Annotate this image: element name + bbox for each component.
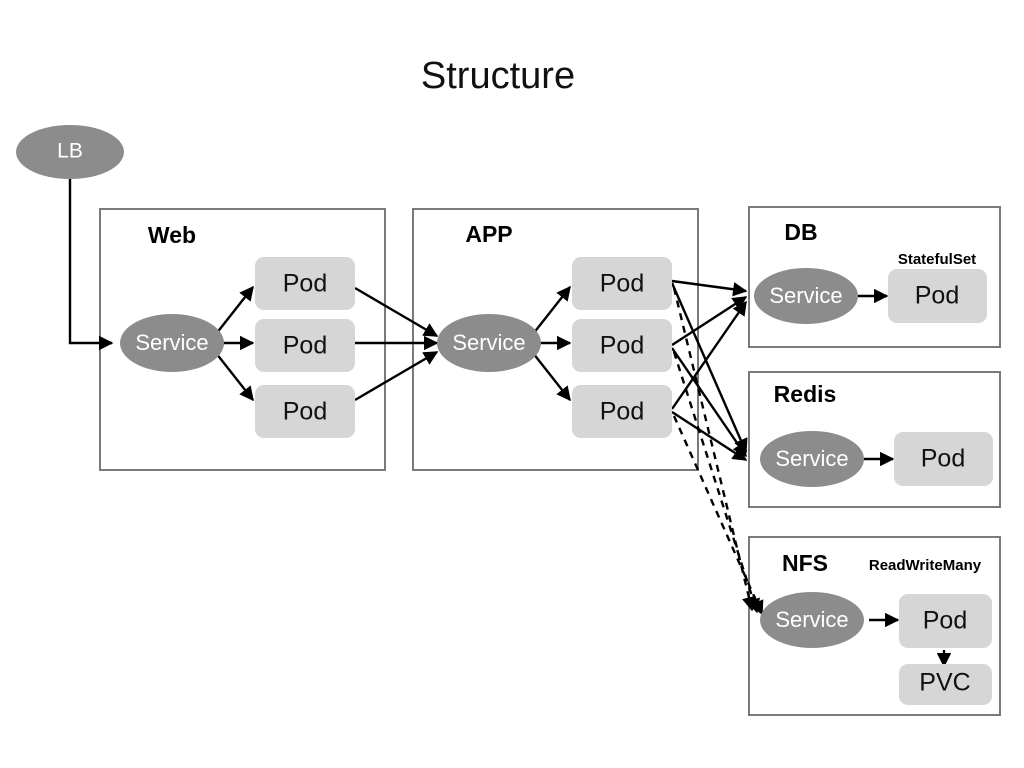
node-web-pod-1[interactable] [255,257,355,310]
node-app-pod-3-label: Pod [600,398,644,426]
node-redis-service-label: Service [775,446,848,471]
node-nfs-pvc-label: PVC [919,669,970,697]
group-title-web: Web [148,222,196,248]
node-nfs-service[interactable] [760,592,864,648]
node-web-pod-2-label: Pod [283,332,327,360]
annotation-readwritemany: ReadWriteMany [869,557,982,574]
edge-web-service-to-pod-3 [215,352,254,402]
group-title-nfs: NFS [782,550,828,576]
node-web-pod-3-label: Pod [283,398,327,426]
node-redis-pod[interactable] [894,432,993,486]
edge-app-pod-3-to-nfs-service [672,415,764,616]
node-nfs-service-label: Service [775,607,848,632]
edge-app-pod-3-to-redis-service [671,410,748,462]
group-title-db: DB [784,219,817,245]
node-lb[interactable] [16,125,124,179]
node-app-pod-2[interactable] [572,319,672,372]
page-title: Structure [421,55,575,97]
node-lb-label: LB [57,140,83,163]
group-title-redis: Redis [774,381,837,407]
edge-lb-to-web-service [68,178,114,351]
edge-web-service-to-pod-1 [215,285,254,335]
node-web-service-label: Service [135,330,208,355]
node-app-service-label: Service [452,330,525,355]
node-app-service[interactable] [437,314,541,372]
node-app-pod-2-label: Pod [600,332,644,360]
node-redis-service[interactable] [760,431,864,487]
group-title-app: APP [465,221,512,247]
node-db-service[interactable] [754,268,858,324]
node-nfs-pod[interactable] [899,594,992,648]
node-db-pod-label: Pod [915,282,959,310]
edge-app-service-to-pod-3 [532,352,571,402]
edge-web-pod-1-to-app-service [354,286,439,338]
node-db-pod[interactable] [888,269,987,323]
node-nfs-pvc[interactable] [899,664,992,705]
node-web-pod-1-label: Pod [283,270,327,298]
node-app-pod-1[interactable] [572,257,672,310]
node-app-pod-3[interactable] [572,385,672,438]
edge-app-pod-1-to-redis-service [670,282,748,454]
edge-app-pod-2-to-nfs-service [672,351,760,614]
edge-app-pod-3-to-db-service [671,300,747,410]
node-web-pod-2[interactable] [255,319,355,372]
annotation-statefulset: StatefulSet [898,251,976,268]
edge-web-pod-3-to-app-service [354,350,439,402]
node-db-service-label: Service [769,283,842,308]
node-nfs-pod-label: Pod [923,607,967,635]
node-app-pod-1-label: Pod [600,270,644,298]
edge-app-pod-1-to-db-service [671,279,748,297]
node-redis-pod-label: Pod [921,445,965,473]
edge-app-service-to-pod-1 [532,285,571,335]
edge-app-pod-2-to-redis-service [671,347,747,458]
node-web-service[interactable] [120,314,224,372]
node-web-pod-3[interactable] [255,385,355,438]
